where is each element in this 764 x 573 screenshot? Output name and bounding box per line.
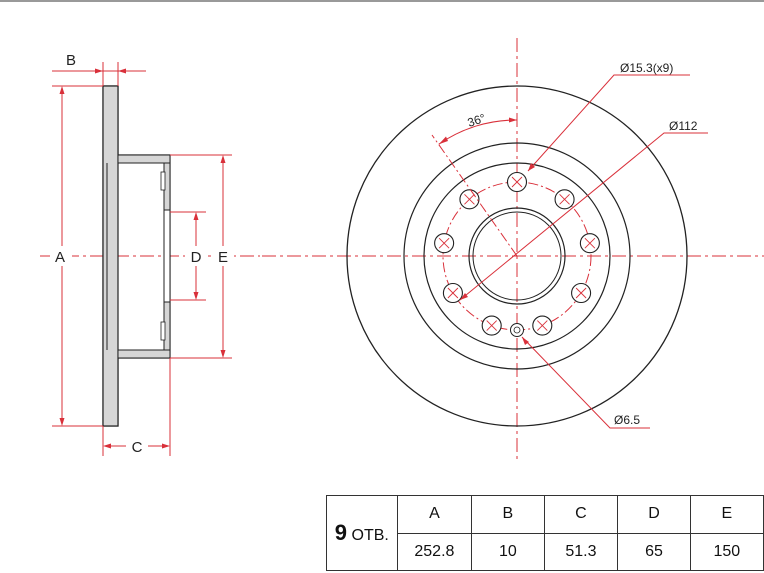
- disc-outer-edge: [346, 85, 688, 427]
- header-d: D: [617, 495, 691, 534]
- dim-a-arrow-bottom: [59, 418, 65, 426]
- callout-small-hole-leader: [521, 336, 650, 429]
- side-hub-bore: [163, 209, 171, 303]
- angle-arrow-right: [509, 117, 517, 123]
- dim-d-label: D: [191, 249, 202, 266]
- spec-table: 9 ОТВ. A B C D E 252.8 10 51.3 65 150: [326, 495, 764, 571]
- small-hole: [510, 323, 524, 337]
- dim-a-arrow-top: [59, 86, 65, 94]
- dim-e-arrow-top: [220, 155, 226, 163]
- side-disc-face: [102, 85, 119, 427]
- bolt-hole: [506, 171, 528, 193]
- side-stud-bottom: [160, 321, 166, 341]
- disc-friction-inner-edge: [403, 142, 631, 370]
- front-view: 36° Ø15.3(x9) Ø112 Ø6.5: [262, 38, 764, 462]
- dim-b-label: B: [66, 52, 76, 69]
- bolt-hole: [434, 233, 455, 254]
- value-d: 65: [617, 532, 691, 571]
- hub-bore-outer: [468, 207, 566, 305]
- bolt-hole: [579, 233, 600, 254]
- bolt-hole: [442, 282, 463, 304]
- holes-count: 9: [334, 520, 348, 545]
- dim-e-label: E: [218, 249, 228, 266]
- side-view: A B C D E: [40, 52, 260, 456]
- callout-pcd-label: Ø112: [669, 119, 698, 133]
- header-b: B: [471, 495, 545, 534]
- dim-a-label: A: [55, 249, 65, 266]
- header-a: A: [396, 495, 473, 534]
- dim-c-arrow-right: [162, 443, 170, 449]
- dim-b-arrow-right: [118, 68, 126, 74]
- dim-c-arrow-left: [103, 443, 111, 449]
- holes-cell: 9 ОТВ.: [326, 495, 398, 571]
- bolt-hole: [481, 315, 502, 336]
- callout-pcd-arrow: [460, 293, 468, 300]
- callout-pcd-leader: [459, 132, 708, 301]
- angle-label: 36°: [466, 111, 488, 130]
- spec-table-header-row: 9 ОТВ. A B C D E: [326, 495, 764, 571]
- header-e: E: [689, 495, 764, 534]
- hub-bore-inner: [472, 211, 562, 301]
- dim-d-arrow-top: [193, 212, 199, 220]
- dim-d-label-bg: [185, 246, 207, 266]
- dim-c-label: C: [132, 439, 143, 456]
- dim-e-arrow-bottom: [220, 350, 226, 358]
- angle-arrow-left: [438, 136, 448, 145]
- dim-b-arrow-left: [95, 68, 103, 74]
- header-c: C: [543, 495, 619, 534]
- side-stud-top: [160, 171, 166, 191]
- bolt-hole: [459, 189, 480, 210]
- bolt-hole: [554, 189, 575, 210]
- dim-d-arrow-bottom: [193, 292, 199, 300]
- value-e: 150: [689, 532, 764, 571]
- dim-c-label-bg: [126, 436, 148, 456]
- dim-e-label-bg: [212, 246, 234, 266]
- callout-small-hole-label: Ø6.5: [614, 413, 640, 427]
- holes-unit: ОТВ.: [351, 527, 389, 544]
- hat-outer-edge: [423, 162, 611, 350]
- value-b: 10: [471, 532, 545, 571]
- bolt-hole: [571, 282, 592, 304]
- callout-bolt-holes-label: Ø15.3(x9): [620, 61, 673, 75]
- angle-ext-line: [431, 134, 518, 257]
- side-hat-bottom: [117, 349, 171, 359]
- side-hat-top: [117, 154, 171, 164]
- dim-a-label-bg: [50, 246, 72, 266]
- callout-bolt-holes-arrow: [528, 163, 535, 171]
- value-a: 252.8: [396, 532, 473, 571]
- value-c: 51.3: [543, 532, 619, 571]
- bolt-hole: [532, 315, 553, 336]
- spec-table-value-row: 252.8 10 51.3 65 150: [327, 532, 764, 571]
- callout-bolt-holes-leader: [527, 74, 690, 172]
- callout-small-hole-arrow: [522, 337, 529, 345]
